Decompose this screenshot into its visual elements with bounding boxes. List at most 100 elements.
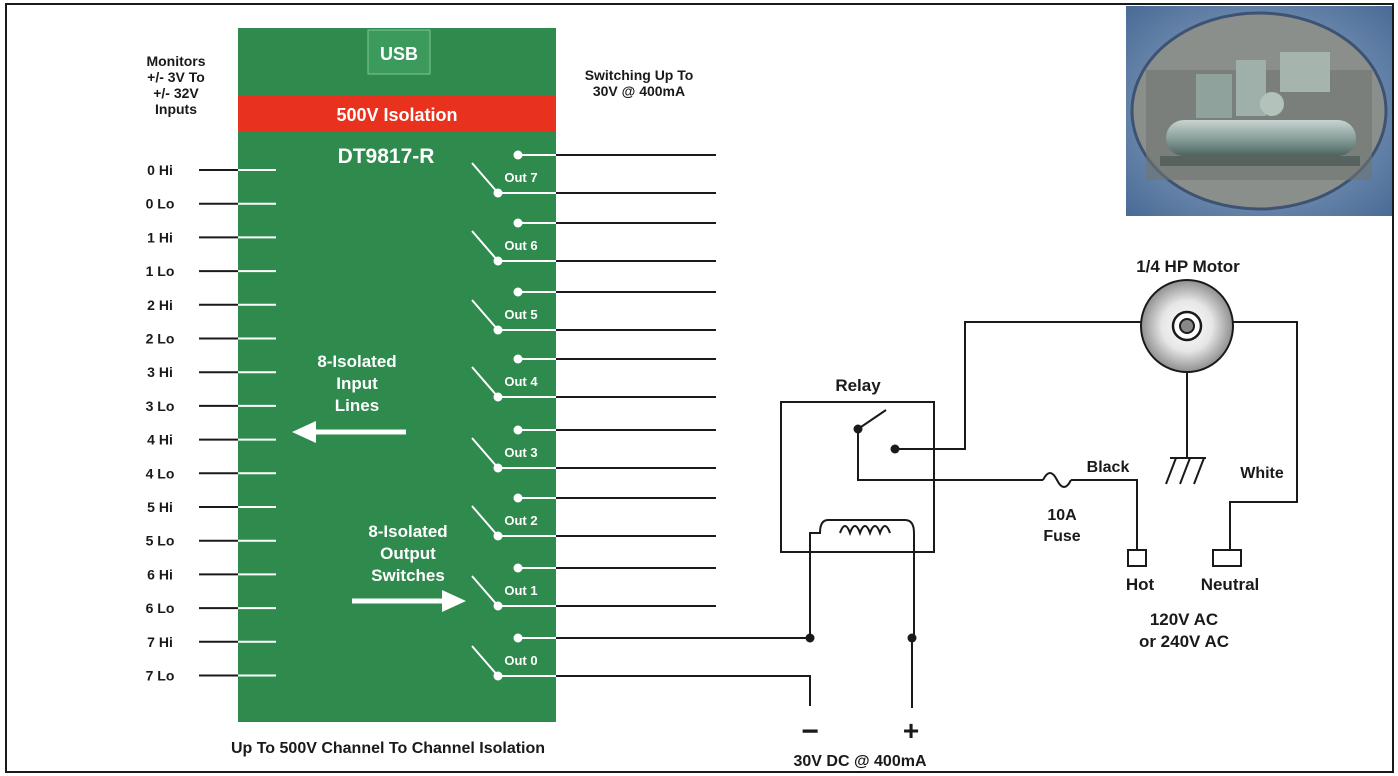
output-switch: Out 0: [471, 633, 556, 681]
input-label: 3 Lo: [146, 398, 175, 414]
output-switches: Out 7 Out 6 Out 5 Out 4 Out 3 Out 2 Out 1 Out 0: [471, 150, 716, 681]
relay-box: [780, 401, 935, 553]
wire-contact-fuse: [857, 429, 1043, 481]
input-header-1: Monitors: [146, 53, 205, 69]
input-channel: 0 Lo: [146, 196, 276, 212]
input-label: 2 Hi: [147, 297, 173, 313]
output-switch: Out 6: [471, 218, 716, 266]
input-label: 4 Hi: [147, 432, 173, 448]
motor-icon: [1140, 279, 1234, 373]
relay-contact-icon: [853, 409, 900, 454]
input-channels: 0 Hi 0 Lo 1 Hi 1 Lo 2 Hi 2 Lo 3 Hi 3 Lo 4 Hi 4 Lo…: [146, 162, 276, 684]
output-note-1: 8-Isolated: [368, 522, 447, 541]
input-label: 1 Lo: [146, 263, 175, 279]
input-note-3: Lines: [335, 396, 379, 415]
input-label: 7 Lo: [146, 668, 175, 684]
input-header-3: +/- 32V: [153, 85, 199, 101]
ac-label-1: 120V AC: [1150, 610, 1218, 629]
fuse-label-2: Fuse: [1043, 528, 1080, 545]
input-label: 4 Lo: [146, 465, 175, 481]
fuse-label-1: 10A: [1047, 507, 1077, 524]
isolation-bar: [238, 96, 556, 132]
input-header-4: Inputs: [155, 101, 197, 117]
isolation-footer: Up To 500V Channel To Channel Isolation: [231, 740, 545, 757]
input-label: 6 Hi: [147, 566, 173, 582]
output-note-2: Output: [380, 544, 436, 563]
input-channel: 4 Lo: [146, 465, 276, 481]
output-switch: Out 1: [471, 563, 716, 611]
relay-coil-icon: [809, 519, 915, 640]
neutral-terminal: [1212, 549, 1242, 567]
input-channel: 0 Hi: [147, 162, 276, 178]
input-label: 0 Hi: [147, 162, 173, 178]
input-label: 1 Hi: [147, 229, 173, 245]
relay-label: Relay: [835, 376, 881, 395]
output-label: Out 0: [504, 653, 537, 668]
input-channel: 6 Hi: [147, 566, 276, 582]
isolation-label: 500V Isolation: [336, 105, 457, 125]
output-switch: Out 2: [471, 493, 716, 541]
input-channel: 3 Lo: [146, 398, 276, 414]
input-arrow: [292, 421, 406, 443]
output-label: Out 2: [504, 513, 537, 528]
input-channel: 4 Hi: [147, 432, 276, 448]
black-wire-label: Black: [1087, 459, 1130, 476]
input-channel: 1 Lo: [146, 263, 276, 279]
output-switch: Out 5: [471, 287, 716, 335]
output-arrow: [352, 590, 466, 612]
input-header: Monitors +/- 3V To +/- 32V Inputs: [146, 53, 205, 117]
input-header-2: +/- 3V To: [147, 69, 205, 85]
motor-label: 1/4 HP Motor: [1136, 257, 1240, 276]
output-note-3: Switches: [371, 566, 445, 585]
input-label: 3 Hi: [147, 364, 173, 380]
output-label: Out 5: [504, 307, 537, 322]
input-note-1: 8-Isolated: [317, 352, 396, 371]
wire-contact-motor: [895, 321, 1142, 450]
output-switch: Out 7: [471, 150, 716, 198]
dc-supply-label: 30V DC @ 400mA: [794, 753, 927, 770]
input-channel: 5 Hi: [147, 499, 276, 515]
input-label: 7 Hi: [147, 634, 173, 650]
input-channel: 2 Hi: [147, 297, 276, 313]
wire-out0-minus: [556, 675, 811, 706]
input-label: 5 Hi: [147, 499, 173, 515]
usb-label: USB: [380, 44, 418, 64]
output-label: Out 7: [504, 170, 537, 185]
ac-label-2: or 240V AC: [1139, 632, 1229, 651]
input-label: 6 Lo: [146, 600, 175, 616]
input-note-2: Input: [336, 374, 378, 393]
dc-minus-label: −: [801, 715, 819, 748]
input-channel: 7 Hi: [147, 634, 276, 650]
output-label: Out 1: [504, 583, 537, 598]
usb-port: [367, 29, 431, 75]
chiller-photo: [1126, 6, 1392, 216]
output-label: Out 6: [504, 238, 537, 253]
output-switch: Out 4: [471, 354, 716, 402]
output-label: Out 4: [504, 374, 538, 389]
wire-motor-neutral: [1229, 321, 1298, 550]
white-wire-label: White: [1240, 465, 1284, 482]
ground-icon: [1165, 457, 1206, 485]
hot-terminal: [1127, 549, 1147, 567]
input-channel: 7 Lo: [146, 668, 276, 684]
input-label: 0 Lo: [146, 196, 175, 212]
input-label: 2 Lo: [146, 331, 175, 347]
input-label: 5 Lo: [146, 533, 175, 549]
model-label: DT9817-R: [338, 145, 435, 168]
input-channel: 3 Hi: [147, 364, 276, 380]
output-label: Out 3: [504, 445, 537, 460]
dc-plus-label: +: [903, 715, 919, 746]
input-channel: 6 Lo: [146, 600, 276, 616]
motor-circuit: Relay − + 30V DC @ 400mA 10A Fuse Black …: [556, 257, 1298, 770]
fuse-icon: [1042, 472, 1072, 488]
output-header-1: Switching Up To: [585, 67, 694, 83]
input-channel: 5 Lo: [146, 533, 276, 549]
wire-fuse-hot: [1071, 479, 1138, 550]
output-switch: Out 3: [471, 425, 716, 473]
hot-label: Hot: [1126, 575, 1155, 594]
input-channel: 2 Lo: [146, 331, 276, 347]
neutral-label: Neutral: [1201, 575, 1260, 594]
input-channel: 1 Hi: [147, 229, 276, 245]
output-header-2: 30V @ 400mA: [593, 83, 685, 99]
